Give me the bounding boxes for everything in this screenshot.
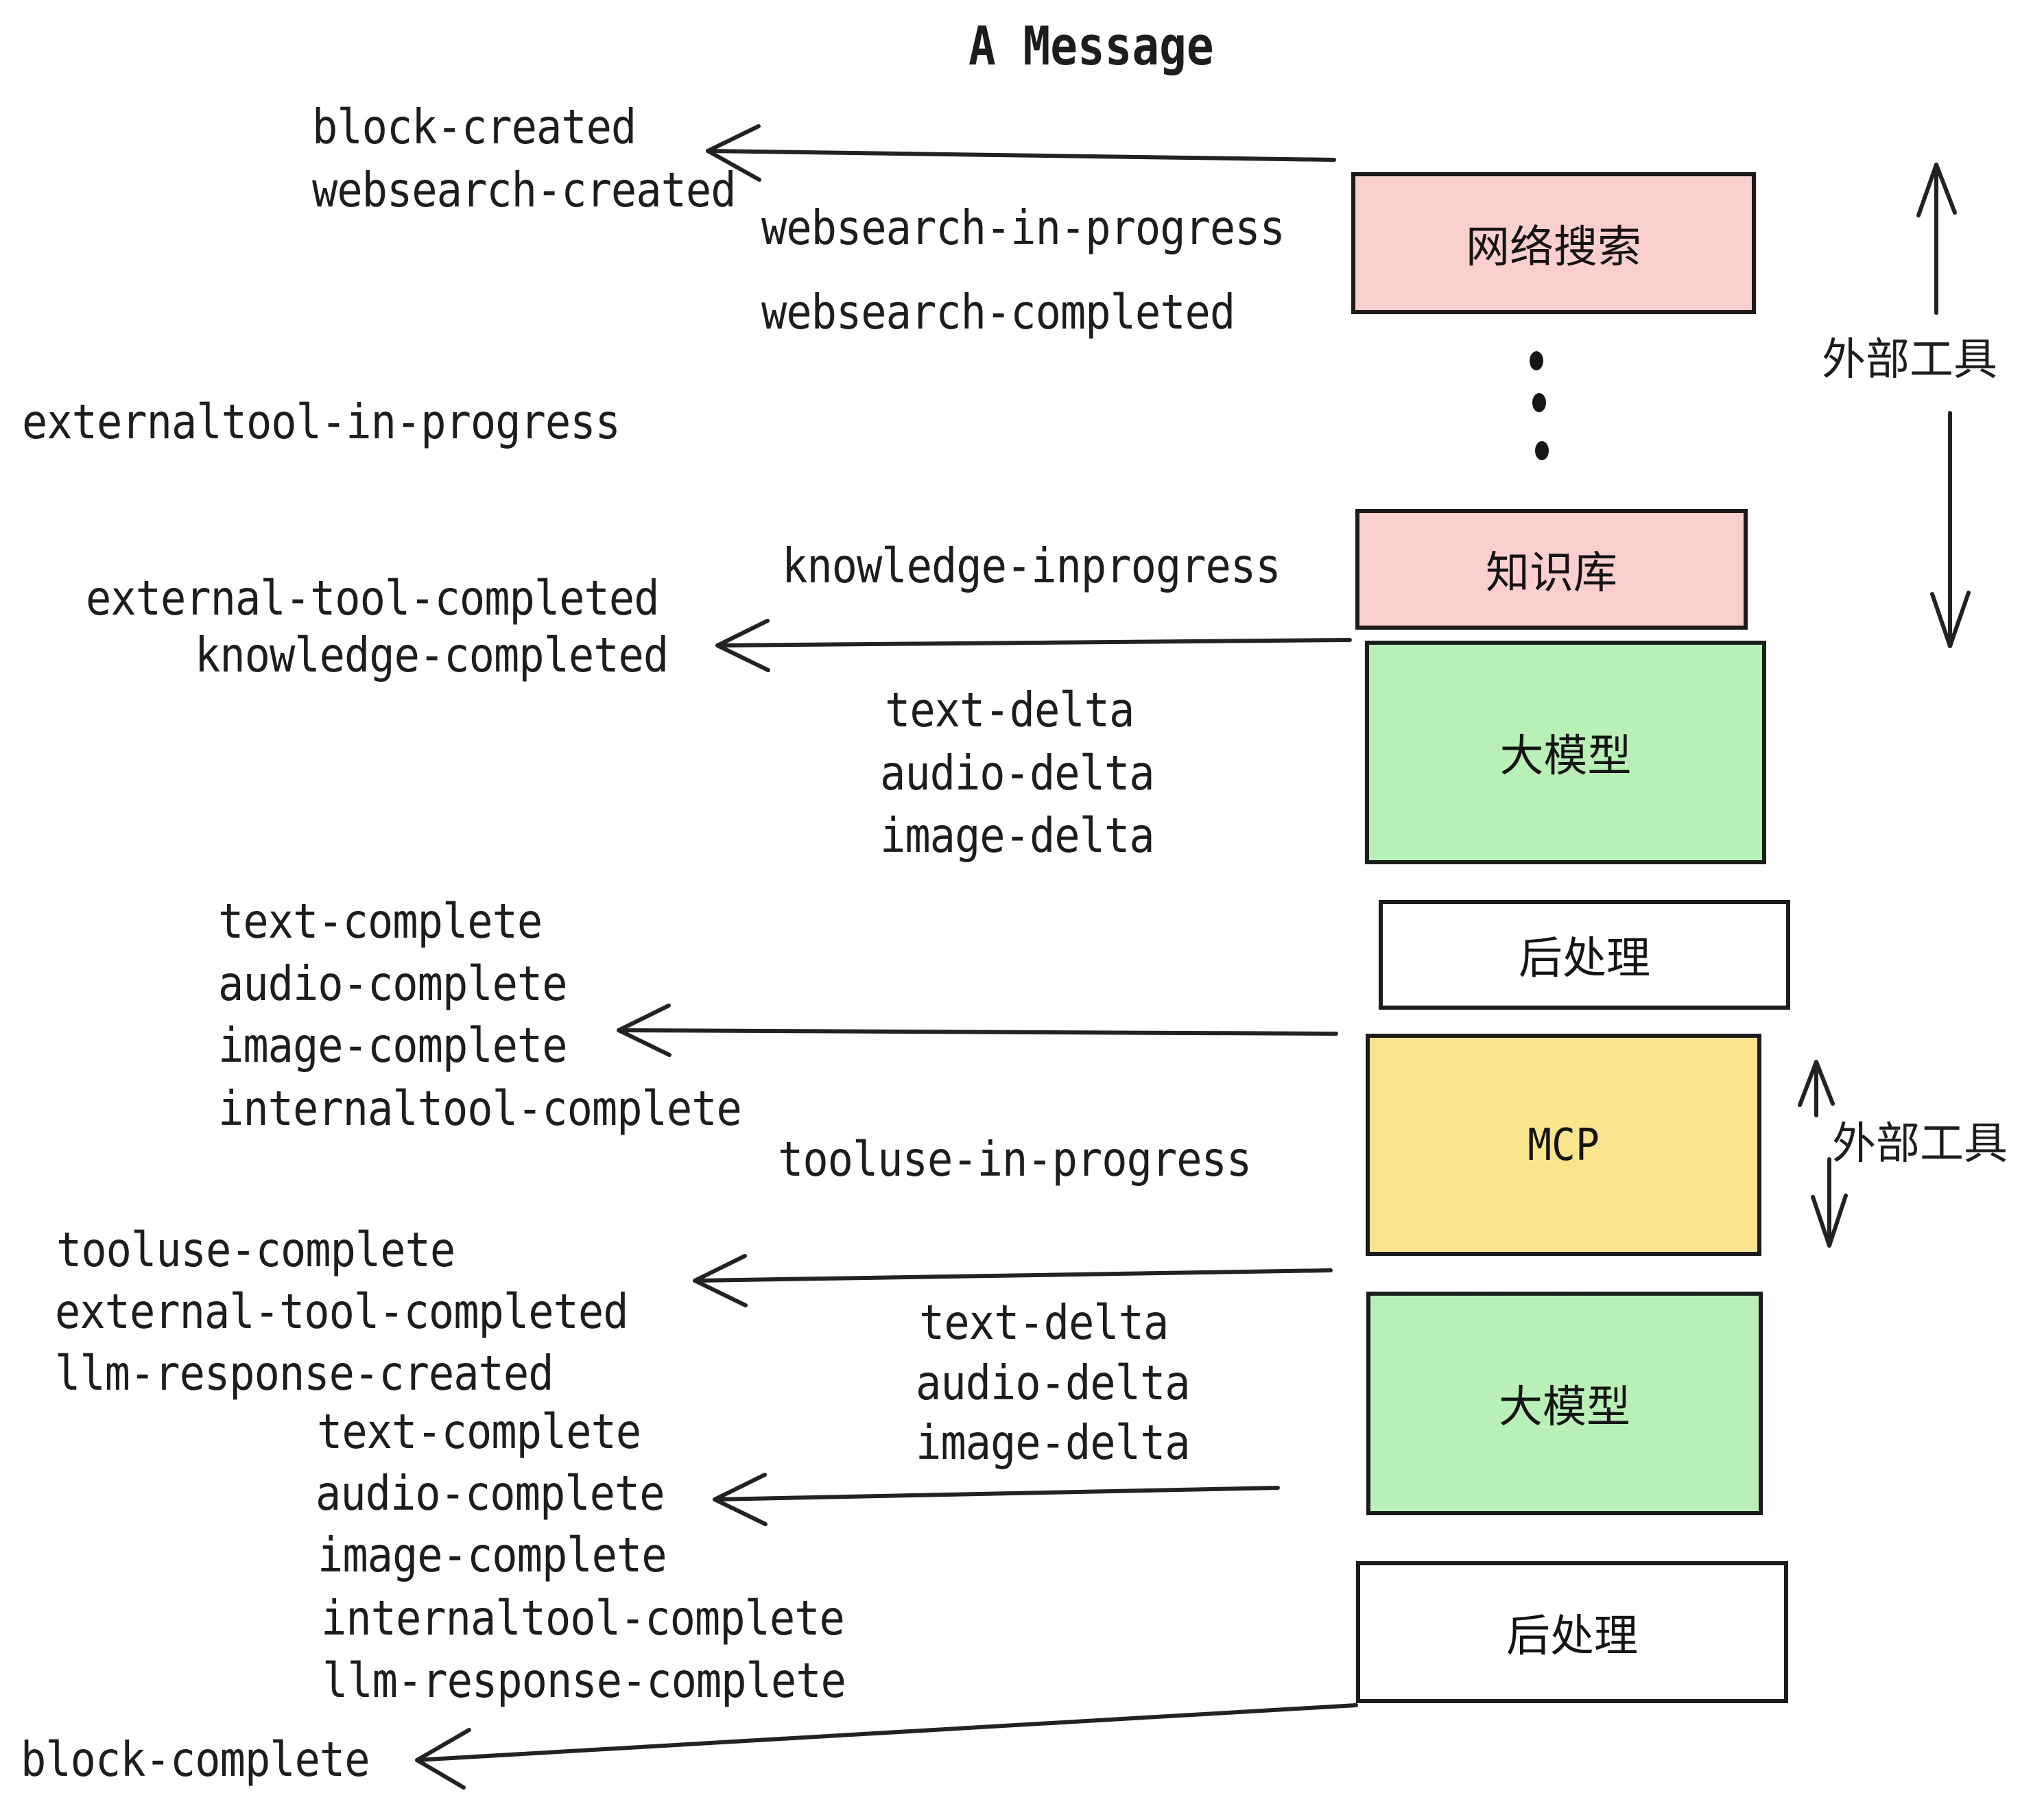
vertical-ellipsis-icon <box>1530 351 1549 460</box>
box-llm-1: 大模型 <box>1365 641 1766 864</box>
box-post-1: 后处理 <box>1379 900 1790 1010</box>
event-text-delta-2: text-delta <box>919 1294 1169 1351</box>
external-tools-mcp-down-arrow-icon <box>1811 1157 1848 1248</box>
event-image-delta-2: image-delta <box>916 1414 1191 1471</box>
box-knowledge-label: 知识库 <box>1486 548 1617 599</box>
event-websearch-completed: websearch-completed <box>761 284 1235 340</box>
external-tools-top-up-arrow-icon <box>1916 163 1957 315</box>
event-text-complete: text-complete <box>218 893 543 949</box>
event-knowledge-completed: knowledge-completed <box>195 627 669 683</box>
page-title: A Message <box>968 15 1214 78</box>
box-mcp: MCP <box>1366 1034 1761 1256</box>
event-image-complete: image-complete <box>218 1017 568 1073</box>
box-post-1-label: 后处理 <box>1519 934 1650 984</box>
arrow-image-complete-icon <box>617 1004 1338 1057</box>
box-websearch: 网络搜索 <box>1351 172 1756 314</box>
label-external-tools-top: 外部工具 <box>1822 335 1997 385</box>
event-llm-response-complete: llm-response-complete <box>322 1652 846 1709</box>
event-audio-complete: audio-complete <box>218 956 568 1012</box>
event-external-tool-completed: external-tool-completed <box>86 570 660 626</box>
box-websearch-label: 网络搜索 <box>1466 222 1641 273</box>
event-block-complete: block-complete <box>21 1731 370 1788</box>
event-image-delta: image-delta <box>880 807 1155 864</box>
event-external-tool-completed-2: external-tool-completed <box>55 1283 629 1340</box>
event-text-complete-2: text-complete <box>317 1403 641 1460</box>
event-websearch-in-progress: websearch-in-progress <box>761 200 1285 256</box>
event-internaltool-complete: internaltool-complete <box>218 1080 742 1137</box>
event-text-delta: text-delta <box>885 682 1134 738</box>
event-tooluse-in-progress: tooluse-in-progress <box>778 1131 1252 1187</box>
external-tools-mcp-up-arrow-icon <box>1798 1060 1835 1117</box>
arrow-block-complete-icon <box>415 1703 1358 1790</box>
box-llm-1-label: 大模型 <box>1499 731 1632 782</box>
event-externaltool-in-progress: externaltool-in-progress <box>22 394 621 450</box>
arrow-websearch-created-icon <box>706 124 1336 182</box>
box-llm-2: 大模型 <box>1366 1292 1763 1515</box>
box-knowledge: 知识库 <box>1355 509 1748 630</box>
arrow-audio-complete-icon <box>713 1473 1280 1526</box>
event-audio-delta: audio-delta <box>880 745 1155 801</box>
label-external-tools-mcp: 外部工具 <box>1832 1119 2008 1170</box>
event-knowledge-inprogress: knowledge-inprogress <box>782 538 1281 594</box>
box-llm-2-label: 大模型 <box>1499 1382 1630 1433</box>
box-post-2: 后处理 <box>1356 1561 1788 1703</box>
arrow-knowledge-completed-icon <box>715 619 1352 672</box>
event-audio-complete-2: audio-complete <box>316 1465 665 1521</box>
event-tooluse-complete: tooluse-complete <box>56 1222 455 1278</box>
event-websearch-created: websearch-created <box>312 162 737 218</box>
box-mcp-label: MCP <box>1528 1119 1600 1171</box>
event-audio-delta-2: audio-delta <box>916 1355 1191 1411</box>
event-image-complete-2: image-complete <box>318 1527 667 1583</box>
event-block-created: block-created <box>312 99 637 155</box>
event-llm-response-created: llm-response-created <box>55 1345 554 1401</box>
event-internaltool-complete-2: internaltool-complete <box>321 1590 845 1646</box>
external-tools-top-down-arrow-icon <box>1930 411 1971 648</box>
box-post-2-label: 后处理 <box>1506 1611 1638 1662</box>
